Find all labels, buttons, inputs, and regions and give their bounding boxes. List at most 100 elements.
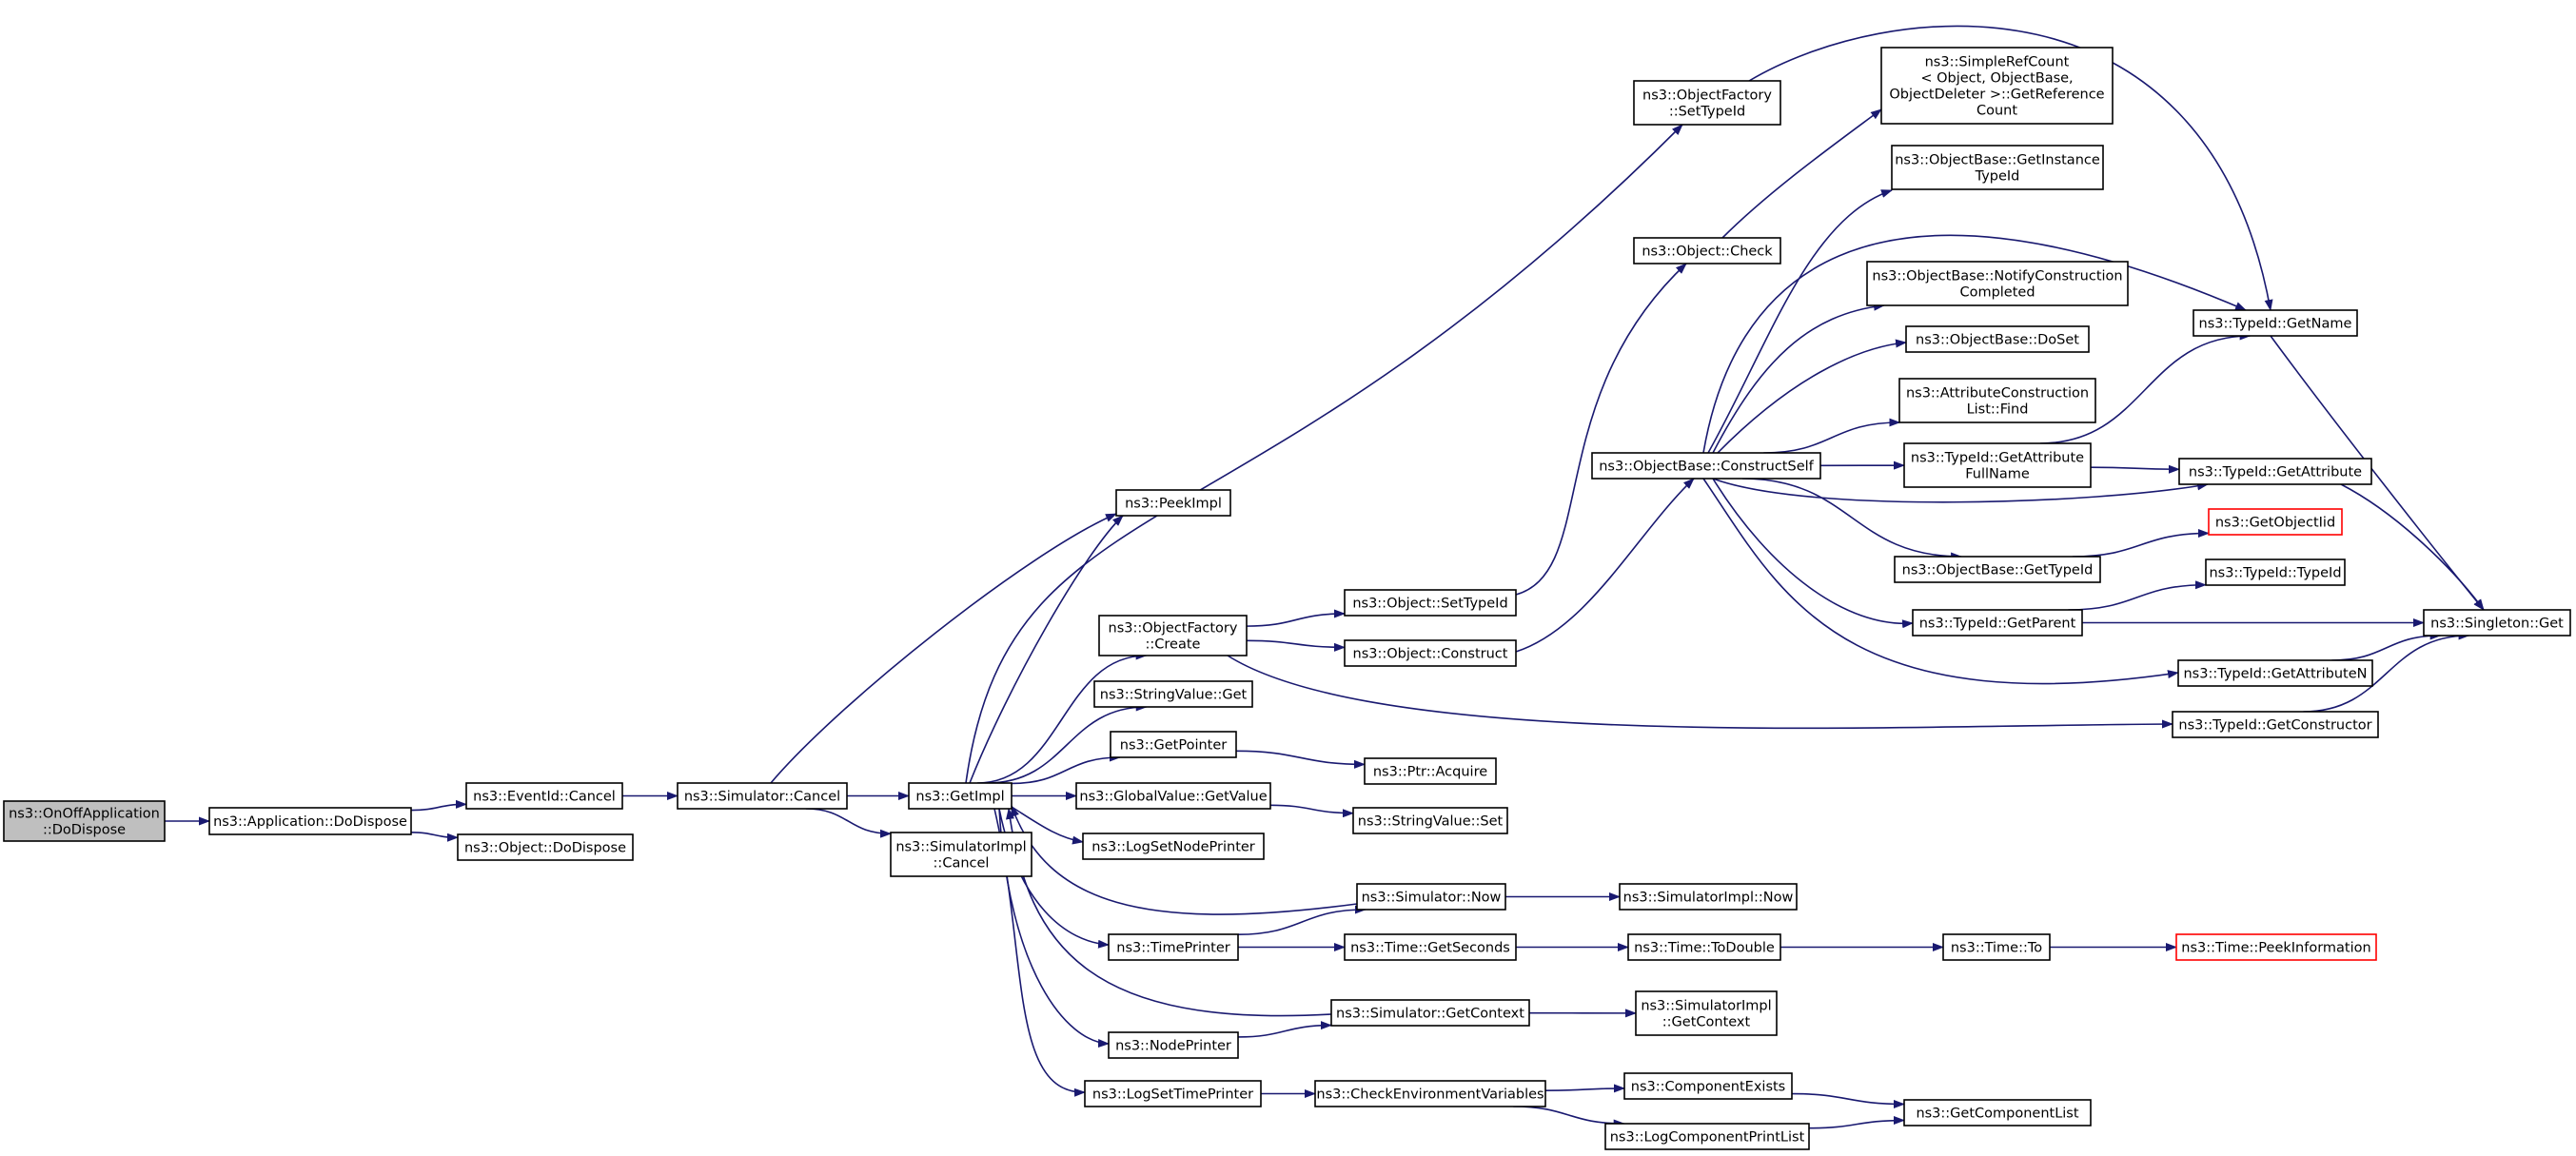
edge-obConstructSelf-to-attrConstructionFind: [1763, 418, 1901, 454]
edge-tidGetAttributeN-to-singletonGet: [2331, 631, 2442, 661]
node-label: ns3::Object::DoDispose: [464, 841, 626, 856]
edge-getImpl-to-ofCreate: [976, 651, 1148, 784]
node-box: [208, 807, 412, 835]
node-srcGetRefCount[interactable]: ns3::SimpleRefCount< Object, ObjectBase,…: [1880, 47, 2114, 125]
node-timeToDouble[interactable]: ns3::Time::ToDouble: [1627, 933, 1781, 961]
node-obConstructSelf[interactable]: ns3::ObjectBase::ConstructSelf: [1591, 452, 1821, 480]
node-tidGetConstructor[interactable]: ns3::TypeId::GetConstructor: [2172, 711, 2379, 738]
node-logComponentPrintList[interactable]: ns3::LogComponentPrintList: [1604, 1123, 1810, 1150]
node-box: [1108, 933, 1239, 961]
edge-objCheck-to-srcGetRefCount: [1721, 108, 1882, 239]
node-box: [2205, 558, 2346, 586]
node-tidGetAttribute[interactable]: ns3::TypeId::GetAttribute: [2178, 458, 2372, 485]
node-ptrAcquire[interactable]: ns3::Ptr::Acquire: [1364, 757, 1497, 785]
node-box: [1604, 1123, 1810, 1150]
node-timeGetSeconds[interactable]: ns3::Time::GetSeconds: [1344, 933, 1517, 961]
node-label: ns3::SimulatorImpl: [1641, 999, 1771, 1014]
node-label: Count: [1976, 104, 2017, 119]
node-label: ns3::Time::GetSeconds: [1350, 941, 1510, 956]
node-logSetTimePrinter[interactable]: ns3::LogSetTimePrinter: [1084, 1080, 1262, 1107]
node-box: [1903, 442, 2092, 488]
node-logSetNodePrinter[interactable]: ns3::LogSetNodePrinter: [1082, 833, 1265, 860]
node-label: ns3::Time::To: [1951, 941, 2042, 956]
node-timePrinter[interactable]: ns3::TimePrinter: [1108, 933, 1239, 961]
edge-simCancel-to-simImplCancel: [805, 808, 892, 838]
node-label: ns3::TypeId::GetAttributeN: [2183, 667, 2367, 682]
node-box: [1314, 1080, 1546, 1107]
node-box: [2208, 508, 2343, 536]
node-componentExists[interactable]: ns3::ComponentExists: [1623, 1072, 1793, 1100]
node-box: [1633, 237, 1781, 265]
node-appDoDispose[interactable]: ns3::Application::DoDispose: [208, 807, 412, 835]
node-box: [890, 832, 1032, 877]
node-root[interactable]: ns3::OnOffApplication::DoDispose: [3, 800, 166, 842]
edge-obConstructSelf-to-tidGetName: [1702, 234, 2247, 454]
edge-obConstructSelf-to-tidGetParent: [1712, 478, 1914, 629]
node-label: ns3::TypeId::GetConstructor: [2178, 718, 2371, 734]
node-label: ns3::ObjectBase::GetInstance: [1895, 153, 2100, 168]
node-timePeekInfo[interactable]: ns3::Time::PeekInformation: [2175, 933, 2377, 961]
edge-getImpl-to-peekImpl: [969, 515, 1124, 784]
node-box: [1098, 615, 1248, 656]
node-tidTypeId[interactable]: ns3::TypeId::TypeId: [2205, 558, 2346, 586]
node-box: [1591, 452, 1821, 480]
node-box: [2193, 309, 2358, 337]
node-timeTo[interactable]: ns3::Time::To: [1942, 933, 2051, 961]
edge-gvGetValue-to-strValSet: [1269, 804, 1354, 818]
node-objSetTypeId[interactable]: ns3::Object::SetTypeId: [1344, 589, 1517, 617]
node-peekImpl[interactable]: ns3::PeekImpl: [1115, 489, 1231, 517]
node-objDoDispose[interactable]: ns3::Object::DoDispose: [457, 833, 634, 861]
node-simNow[interactable]: ns3::Simulator::Now: [1356, 883, 1506, 911]
node-simImplNow[interactable]: ns3::SimulatorImpl::Now: [1619, 883, 1798, 911]
node-eventCancel[interactable]: ns3::EventId::Cancel: [465, 782, 623, 810]
edge-ofCreate-to-objSetTypeId: [1246, 609, 1346, 627]
node-checkEnv[interactable]: ns3::CheckEnvironmentVariables: [1314, 1080, 1546, 1107]
node-label: < Object, ObjectBase,: [1920, 71, 2073, 87]
node-strValGet[interactable]: ns3::StringValue::Get: [1093, 680, 1253, 708]
node-label: ns3::StringValue::Get: [1100, 688, 1248, 703]
node-objConstruct[interactable]: ns3::Object::Construct: [1344, 639, 1517, 667]
node-label: ns3::PeekImpl: [1125, 497, 1222, 512]
node-obDoSet[interactable]: ns3::ObjectBase::DoSet: [1905, 325, 2090, 353]
node-gvGetValue[interactable]: ns3::GlobalValue::GetValue: [1075, 782, 1271, 810]
node-tidGetName[interactable]: ns3::TypeId::GetName: [2193, 309, 2358, 337]
node-label: ns3::TypeId::GetAttribute: [2189, 465, 2362, 480]
node-label: ::SetTypeId: [1669, 105, 1745, 120]
node-getPointer[interactable]: ns3::GetPointer: [1110, 731, 1237, 758]
node-label: ::DoDispose: [43, 823, 126, 838]
edge-tidGetAttrFullName-to-tidGetName: [2039, 331, 2252, 444]
edge-ofCreate-to-tidGetConstructor: [1227, 655, 2173, 730]
node-simImplCancel[interactable]: ns3::SimulatorImpl::Cancel: [890, 832, 1032, 877]
node-label: ns3::TypeId::GetParent: [1919, 617, 2076, 632]
node-label: Completed: [1959, 285, 2035, 301]
node-simImplGetContext[interactable]: ns3::SimulatorImpl::GetContext: [1635, 990, 1778, 1036]
edge-appDoDispose-to-objDoDispose: [410, 832, 459, 842]
node-simCancel[interactable]: ns3::Simulator::Cancel: [677, 782, 848, 810]
node-ofSetTypeId[interactable]: ns3::ObjectFactory::SetTypeId: [1633, 80, 1781, 126]
node-objCheck[interactable]: ns3::Object::Check: [1633, 237, 1781, 265]
node-tidGetParent[interactable]: ns3::TypeId::GetParent: [1912, 609, 2083, 637]
node-ofCreate[interactable]: ns3::ObjectFactory::Create: [1098, 615, 1248, 656]
node-obGetTypeId[interactable]: ns3::ObjectBase::GetTypeId: [1894, 556, 2101, 583]
node-getImpl[interactable]: ns3::GetImpl: [908, 782, 1013, 810]
node-box: [1356, 883, 1506, 911]
node-box: [1344, 589, 1517, 617]
edge-checkEnv-to-logComponentPrintList: [1513, 1106, 1625, 1128]
node-singletonGet[interactable]: ns3::Singleton::Get: [2423, 609, 2571, 637]
node-obNotifyConstruction[interactable]: ns3::ObjectBase::NotifyConstructionCompl…: [1866, 261, 2129, 306]
node-label: ns3::Simulator::GetContext: [1336, 1007, 1524, 1022]
node-label: ns3::ObjectBase::NotifyConstruction: [1872, 269, 2122, 284]
node-getObjectIid[interactable]: ns3::GetObjectIid: [2208, 508, 2343, 536]
node-box: [457, 833, 634, 861]
node-box: [677, 782, 848, 810]
node-strValSet[interactable]: ns3::StringValue::Set: [1352, 807, 1508, 834]
node-nodePrinter[interactable]: ns3::NodePrinter: [1108, 1031, 1239, 1059]
node-label: ns3::LogSetTimePrinter: [1092, 1087, 1253, 1103]
node-simGetContext[interactable]: ns3::Simulator::GetContext: [1330, 999, 1530, 1027]
node-getComponentList[interactable]: ns3::GetComponentList: [1903, 1099, 2092, 1127]
node-label: ns3::TypeId::GetAttribute: [1911, 451, 2084, 466]
node-tidGetAttributeN[interactable]: ns3::TypeId::GetAttributeN: [2177, 659, 2373, 687]
